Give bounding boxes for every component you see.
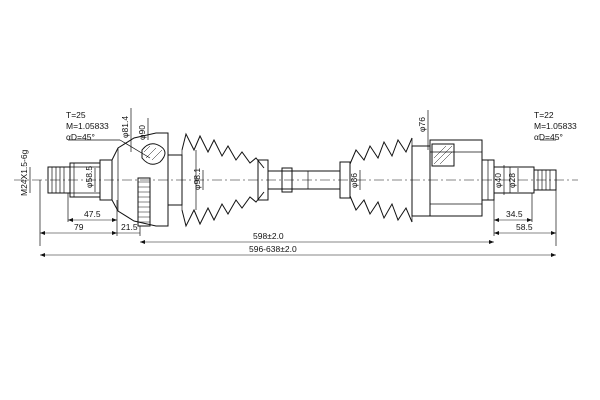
- right-tripod-housing: [411, 139, 495, 217]
- thread-spec: M24X1.5-6g: [19, 149, 29, 196]
- right-module: M=1.05833: [534, 121, 577, 131]
- dia-28: φ28: [507, 173, 517, 188]
- leader-lines: [29, 108, 556, 195]
- left-boot: [181, 132, 269, 228]
- dim-58-5-label: 58.5: [516, 222, 533, 232]
- left-module: M=1.05833: [66, 121, 109, 131]
- dim-598: 598±2.0: [140, 231, 494, 244]
- dia-86: φ86: [349, 173, 359, 188]
- left-stub: [47, 159, 113, 201]
- extension-lines: [39, 180, 557, 246]
- dia-98-1: φ98.1: [192, 168, 202, 190]
- dia-76: φ76: [417, 117, 427, 132]
- dim-range-label: 596-638±2.0: [249, 244, 297, 254]
- dia-90: φ90: [137, 125, 147, 140]
- dim-58-5: 58.5: [494, 222, 556, 235]
- left-teeth: T=25: [66, 110, 86, 120]
- left-angle: αD=45°: [66, 132, 95, 142]
- dim-47-5: 47.5: [68, 209, 117, 222]
- dia-58-5: φ58.5: [84, 166, 94, 188]
- right-teeth: T=22: [534, 110, 554, 120]
- left-spline-spec: T=25 M=1.05833 αD=45°: [66, 110, 109, 142]
- dim-79: 79: [40, 222, 117, 235]
- intermediate-shaft: [268, 167, 340, 193]
- dia-40: φ40: [493, 173, 503, 188]
- right-stub: [493, 166, 557, 194]
- dim-range: 596-638±2.0: [40, 244, 556, 257]
- dim-34-5: 34.5: [494, 209, 532, 222]
- dim-47-5-label: 47.5: [84, 209, 101, 219]
- dim-21-5-label: 21.5: [121, 222, 138, 232]
- right-spline-spec: T=22 M=1.05833 αD=45°: [534, 110, 577, 142]
- left-cv-joint: [111, 132, 183, 227]
- dia-81-4: φ81.4: [120, 116, 130, 138]
- abs-ring: [138, 181, 150, 223]
- dim-21-5: 21.5: [117, 222, 140, 234]
- dim-34-5-label: 34.5: [506, 209, 523, 219]
- dim-598-label: 598±2.0: [253, 231, 284, 241]
- right-angle: αD=45°: [534, 132, 563, 142]
- dim-79-label: 79: [74, 222, 84, 232]
